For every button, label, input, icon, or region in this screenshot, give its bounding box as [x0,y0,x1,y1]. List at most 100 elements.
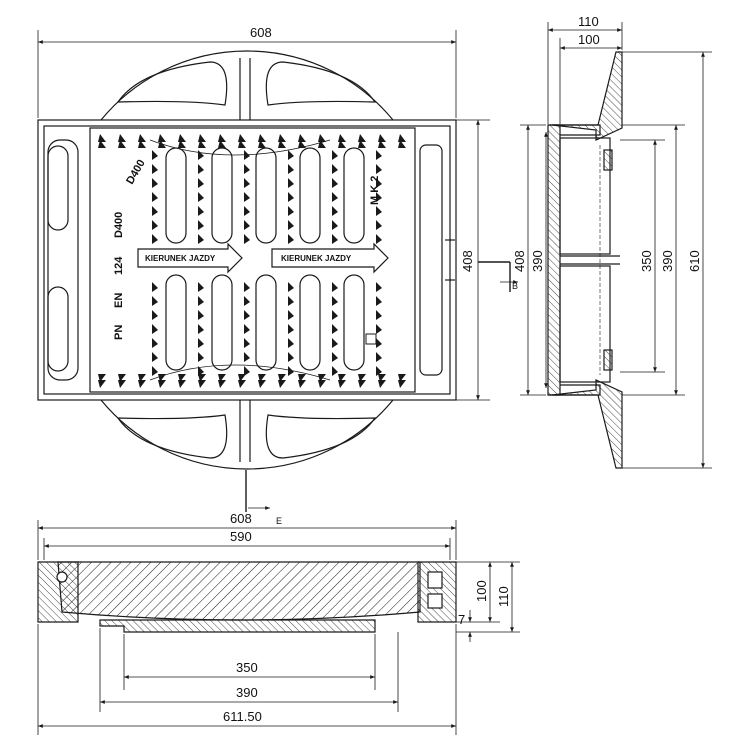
grate-tooth [298,134,306,142]
grate-tooth [244,366,250,376]
grate-tooth [198,296,204,306]
grate-tooth [152,352,158,362]
grate-tooth [198,164,204,174]
grate-tooth [376,178,382,188]
grate-tooth [288,220,294,230]
grate-tooth [98,380,106,388]
direction-label-2: KIERUNEK JAZDY [281,254,352,263]
grate-tooth [338,134,346,142]
grate-tooth [198,220,204,230]
grate-tooth [198,134,206,142]
dim-inner-height-a: 390 [530,250,545,272]
grate-tooth [98,140,106,148]
grate-tooth [118,140,126,148]
grate-tooth [238,134,246,142]
section-view-dimensions [37,520,520,735]
grate-tooth [358,374,366,382]
cast-logo [365,333,377,345]
grate-tooth [152,164,158,174]
dim-section-total-depth: 110 [496,586,511,607]
grate-tooth [332,178,338,188]
grate-tooth [198,234,204,244]
dim-flange-height: 610 [687,250,702,272]
grate-tooth [378,374,386,382]
grate-tooth [218,374,226,382]
grate-tooth [218,380,226,388]
frame-inner [43,125,451,395]
grate-tooth [244,178,250,188]
grate-tooth [298,140,306,148]
grate-tooth [332,220,338,230]
grate-tooth [138,134,146,142]
grate-tooth [398,374,406,382]
dim-section-frame-depth: 100 [474,580,489,602]
dim-clear-opening: 350 [639,250,654,272]
grate-tooth [152,150,158,160]
grate-slot [343,147,365,244]
grate-tooth [218,140,226,148]
dim-section-clear-opening: 350 [236,660,258,675]
round-flange [100,50,394,121]
grate-tooth [288,282,294,292]
grate-tooth [244,338,250,348]
grate-tooth [198,178,204,188]
grate-tooth [238,140,246,148]
grate-tooth [288,366,294,376]
grate-tooth [332,234,338,244]
grate-tooth [244,150,250,160]
grate-tooth [376,164,382,174]
end-slot [47,286,69,372]
grate-tooth [118,134,126,142]
standard-number: 124 [113,256,125,275]
grate-tooth [332,310,338,320]
grate-tooth [198,206,204,216]
grate-tooth [258,134,266,142]
standard-pn: PN [113,325,125,340]
grate-tooth [178,140,186,148]
end-slot [47,145,69,231]
grate-tooth [332,150,338,160]
grate-tooth [376,324,382,334]
top-view [37,50,457,470]
grate-tooth [198,366,204,376]
side-view-dimensions [520,22,712,469]
grate-tooth [288,324,294,334]
grate-tooth [288,150,294,160]
grate-tooth [332,296,338,306]
class-marking-rotated: D400 [124,158,148,187]
grate-slot [165,274,187,371]
grate-tooth [98,374,106,382]
grate-tooth [398,380,406,388]
grate-tooth [138,374,146,382]
grate-tooth [378,140,386,148]
grate-tooth [376,206,382,216]
grate-tooth [152,296,158,306]
grate-tooth [318,134,326,142]
grate-tooth [318,374,326,382]
grate-tooth [178,374,186,382]
grate-tooth [398,134,406,142]
grate-tooth [158,140,166,148]
grate-tooth [278,374,286,382]
grate-tooth [152,324,158,334]
grate-slot [343,274,365,371]
grate-tooth [258,374,266,382]
grate-slot [211,274,233,371]
grate-tooth [244,282,250,292]
grate-tooth [244,310,250,320]
grate-tooth [398,140,406,148]
frame-outer [37,119,457,401]
dim-section-overall-width: 608 [230,511,252,526]
grate-tooth [244,296,250,306]
grate-tooth [152,338,158,348]
grate-tooth [152,234,158,244]
grate-tooth [238,380,246,388]
dim-overall-width: 608 [250,25,272,40]
grate-tooth [244,220,250,230]
grate-tooth [218,134,226,142]
grate-tooth [198,324,204,334]
grate-tooth [278,140,286,148]
grate-tooth [318,140,326,148]
class-marking: D400 [113,212,125,238]
